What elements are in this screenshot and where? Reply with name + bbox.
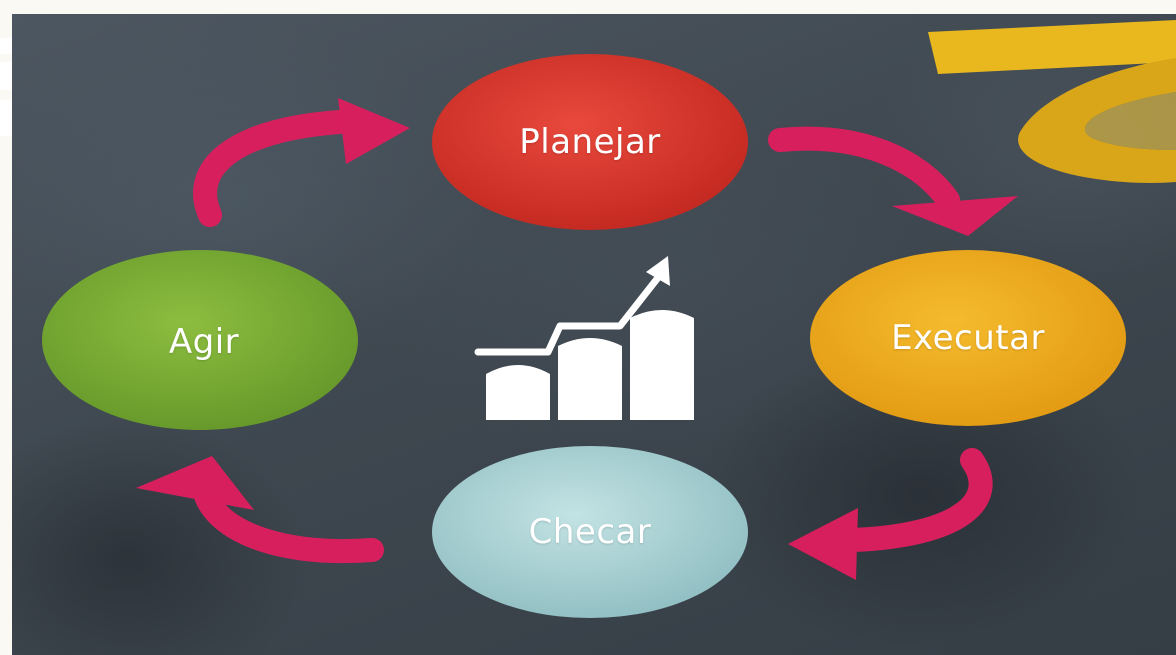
arrow-checar-to-agir: [136, 456, 384, 564]
growth-chart-icon: [474, 256, 694, 420]
node-label-executar: Executar: [891, 318, 1045, 358]
node-label-checar: Checar: [528, 512, 652, 552]
node-agir: [42, 250, 358, 430]
node-executar: [810, 250, 1126, 426]
ribbon-curl-highlight: [1084, 92, 1176, 150]
node-label-planejar: Planejar: [519, 122, 661, 162]
ribbon-band-top: [928, 20, 1176, 74]
node-planejar: [432, 54, 748, 230]
ribbon-curl: [1018, 58, 1176, 183]
arrow-executar-to-checar: [788, 448, 993, 580]
arrow-planejar-to-executar: [768, 126, 1018, 236]
arrow-agir-to-planejar: [193, 98, 410, 227]
node-checar: [432, 446, 748, 618]
node-label-agir: Agir: [168, 322, 240, 362]
